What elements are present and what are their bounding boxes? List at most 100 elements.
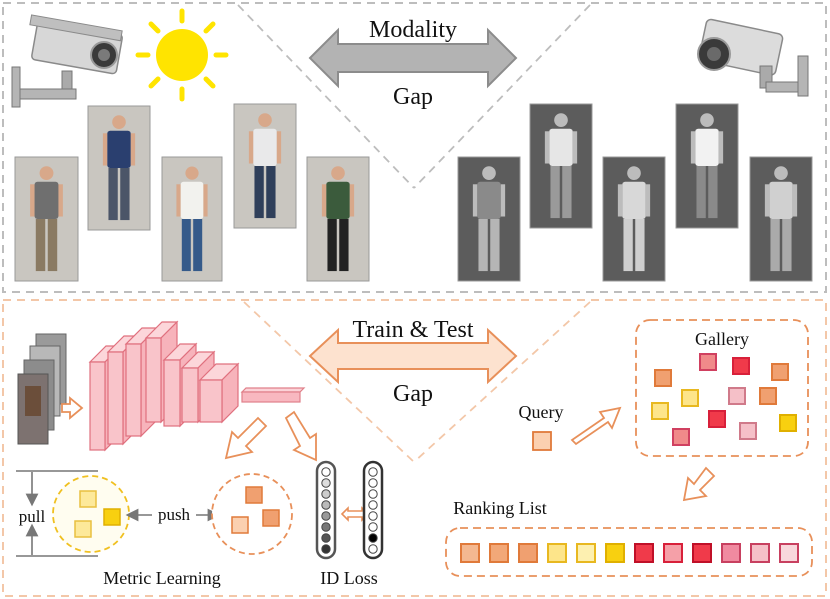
modality-divider-right bbox=[413, 4, 591, 189]
modality-label: Modality bbox=[369, 17, 457, 43]
ranked-item bbox=[489, 543, 509, 563]
train-test-divider-left bbox=[243, 301, 415, 463]
person-image bbox=[457, 156, 521, 282]
gallery-square bbox=[771, 363, 789, 381]
id-loss-label: ID Loss bbox=[320, 568, 378, 588]
person-image bbox=[306, 156, 370, 282]
ranked-item bbox=[721, 543, 741, 563]
cnn-layer bbox=[198, 362, 240, 424]
security-camera-icon bbox=[11, 14, 123, 108]
retrieval-diagram: Query Gallery Ranking List bbox=[445, 319, 813, 577]
gallery-to-ranking-arrow bbox=[682, 466, 716, 502]
ranked-item bbox=[605, 543, 625, 563]
person-image bbox=[87, 105, 151, 231]
class-node bbox=[368, 478, 378, 488]
class-node bbox=[368, 533, 378, 543]
person-image bbox=[233, 103, 297, 229]
visible-person-images bbox=[14, 103, 370, 282]
gallery-box bbox=[635, 319, 809, 457]
cluster-square bbox=[231, 516, 249, 534]
cluster-square bbox=[79, 490, 97, 508]
ranking-list-items bbox=[460, 543, 799, 563]
cnn-backbone bbox=[88, 320, 240, 452]
class-node bbox=[321, 467, 331, 477]
class-node bbox=[368, 522, 378, 532]
pushed-cluster bbox=[211, 473, 293, 555]
modality-divider-left bbox=[237, 4, 415, 189]
gallery-square bbox=[779, 414, 797, 432]
gallery-items bbox=[651, 353, 797, 446]
train-test-panel: Train & Test Gap pull bbox=[2, 299, 827, 597]
ranked-item bbox=[518, 543, 538, 563]
gallery-square bbox=[728, 387, 746, 405]
class-node bbox=[368, 500, 378, 510]
train-test-panel-border bbox=[2, 299, 827, 597]
gallery-square bbox=[739, 422, 757, 440]
sun-icon bbox=[135, 8, 229, 102]
class-node bbox=[321, 522, 331, 532]
person-image bbox=[749, 156, 813, 282]
gallery-square bbox=[699, 353, 717, 371]
train-test-gap-label: Gap bbox=[393, 381, 433, 407]
modality-panel: Modality Gap bbox=[2, 2, 827, 293]
cluster-square bbox=[245, 486, 263, 504]
modality-panel-border bbox=[2, 2, 827, 293]
gallery-square bbox=[708, 410, 726, 428]
class-node bbox=[321, 500, 331, 510]
gallery-label: Gallery bbox=[695, 329, 749, 349]
feature-vector bbox=[240, 387, 306, 403]
class-node bbox=[321, 511, 331, 521]
metric-learning-label: Metric Learning bbox=[103, 568, 220, 588]
cluster-square bbox=[103, 508, 121, 526]
query-square bbox=[532, 431, 552, 451]
ranked-item bbox=[779, 543, 799, 563]
push-label: push bbox=[158, 505, 191, 524]
ranked-item bbox=[750, 543, 770, 563]
id-branch-arrow bbox=[284, 410, 317, 462]
input-image-stack bbox=[17, 333, 67, 445]
class-node bbox=[321, 489, 331, 499]
class-node bbox=[321, 533, 331, 543]
train-test-divider-right bbox=[413, 301, 591, 463]
ranked-item bbox=[576, 543, 596, 563]
metric-branch-arrow bbox=[224, 416, 268, 460]
class-node bbox=[321, 478, 331, 488]
ranked-item bbox=[634, 543, 654, 563]
person-image bbox=[14, 156, 79, 282]
ranked-item bbox=[460, 543, 480, 563]
moon-icon bbox=[642, 20, 688, 83]
class-node bbox=[368, 544, 378, 554]
infrared-person-images bbox=[457, 103, 813, 282]
class-node bbox=[321, 544, 331, 554]
person-image bbox=[529, 103, 593, 229]
class-vector bbox=[315, 460, 337, 560]
ranked-item bbox=[692, 543, 712, 563]
gallery-square bbox=[651, 402, 669, 420]
class-node bbox=[368, 511, 378, 521]
ranking-list-box bbox=[445, 527, 813, 577]
ranked-item bbox=[547, 543, 567, 563]
person-image bbox=[675, 103, 739, 229]
train-test-label: Train & Test bbox=[352, 317, 473, 343]
gallery-square bbox=[732, 357, 750, 375]
metric-learning-diagram: pull push Metric Learning bbox=[16, 470, 293, 588]
cluster-square bbox=[262, 509, 280, 527]
person-image bbox=[602, 156, 666, 282]
gallery-square bbox=[672, 428, 690, 446]
input-arrow-icon bbox=[61, 396, 84, 420]
train-test-gap-arrow: Train & Test Gap bbox=[308, 317, 518, 407]
ranking-list-label: Ranking List bbox=[453, 498, 547, 518]
person-image bbox=[161, 156, 223, 282]
class-node bbox=[368, 467, 378, 477]
modality-gap-label: Gap bbox=[393, 84, 433, 110]
gallery-square bbox=[759, 387, 777, 405]
modality-gap-arrow: Modality Gap bbox=[308, 17, 518, 110]
cluster-square bbox=[74, 520, 92, 538]
id-loss-diagram: ID Loss bbox=[315, 460, 384, 588]
pull-label: pull bbox=[19, 507, 46, 526]
security-camera-icon bbox=[697, 18, 809, 97]
class-vector bbox=[362, 460, 384, 560]
query-to-gallery-arrow bbox=[570, 406, 622, 446]
